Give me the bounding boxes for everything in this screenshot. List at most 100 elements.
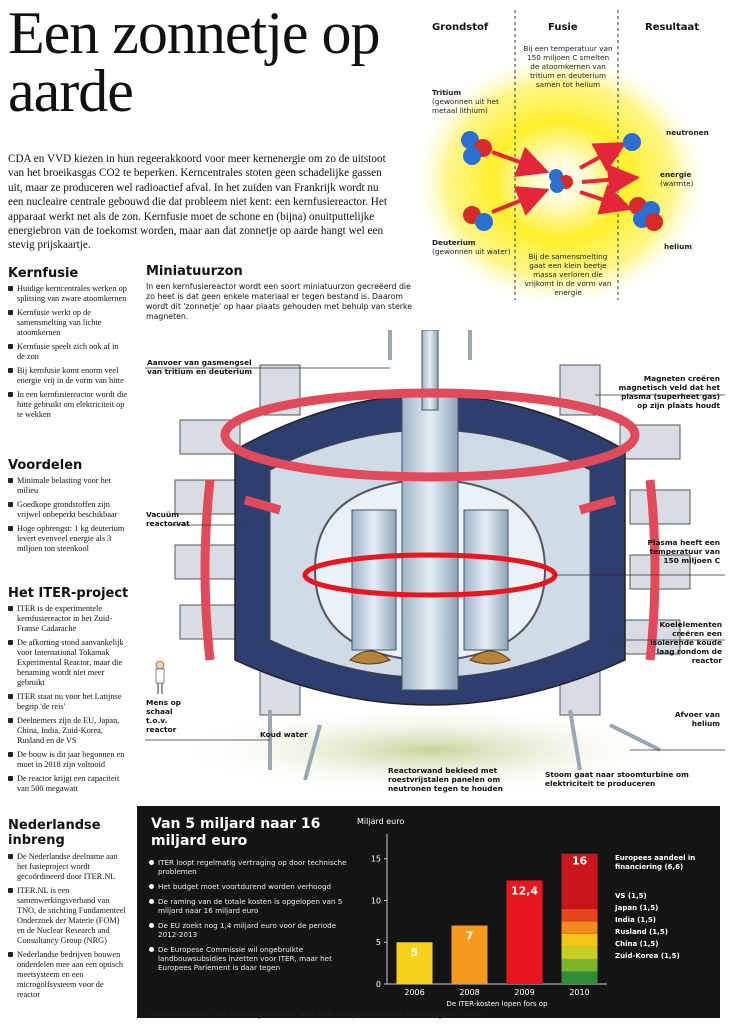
list-item: Deelnemers zijn de EU, Japan, China, Ind… (8, 716, 128, 746)
x-tick-label: 2010 (569, 988, 589, 997)
y-tick-label: 15 (371, 855, 381, 864)
legend-item: Rusland (1,5) (615, 928, 668, 936)
bar-segment (561, 971, 598, 984)
iter-list: ITER is de experimentele kernfusiereacto… (8, 604, 128, 798)
nederland-heading: Nederlandse inbreng (8, 818, 101, 848)
legend-item: Zuid-Korea (1,5) (615, 952, 680, 960)
neutronen-label: neutronen (666, 128, 709, 137)
y-tick-label: 10 (371, 896, 381, 905)
bar (506, 880, 543, 984)
deuterium-nucleus (463, 206, 493, 231)
ground-shadow (170, 705, 690, 795)
y-tick-label: 0 (376, 980, 381, 989)
label-afvoer: Afvoer van helium (674, 710, 720, 728)
nederland-list: De Nederlandse deelname aan het fusiepro… (8, 852, 128, 1004)
list-item: ITER.NL is een samenwerkingsverband van … (8, 886, 128, 946)
fusie-top-text: Bij een temperatuur van 150 miljoen C sm… (523, 44, 613, 89)
bar (396, 942, 433, 984)
list-item: De EU zoekt nog 1,4 miljard euro voor de… (149, 921, 349, 939)
list-item: ITER loopt regelmatig vertraging op door… (149, 858, 349, 876)
cost-chart-panel: Van 5 miljard naar 16 miljard euro ITER … (137, 806, 720, 1018)
bar-value-label: 16 (572, 854, 588, 867)
list-item: ITER staat nu voor het Latijnse begrip '… (8, 692, 128, 712)
divertor (349, 650, 511, 665)
label-koel: Koelelementen creëren een isolerende kou… (650, 620, 722, 665)
label-mens: Mens op schaal t.o.v. reactor (146, 698, 181, 734)
legend-item: Japan (1,5) (614, 904, 658, 912)
neutron-particle (623, 133, 641, 151)
person-figure (155, 660, 165, 694)
x-tick-label: 2008 (459, 988, 479, 997)
energie-label: energie(warmte) (660, 170, 694, 188)
list-item: De bouw is dit jaar begonnen en moet in … (8, 750, 128, 770)
iter-heading: Het ITER-project (8, 586, 129, 601)
bar-segment (561, 853, 598, 909)
pipes (268, 330, 661, 781)
list-item: In een kernfusiereactor wordt die hitte … (8, 390, 128, 420)
list-item: Goedkope grondstoffen zijn vrijwel onbep… (8, 500, 128, 520)
list-item: Hoge opbrengst: 1 kg deuterium levert ev… (8, 524, 128, 554)
bar-segment (561, 946, 598, 959)
fusion-core (549, 169, 573, 193)
list-item: Kernfusie speelt zich ook af in de zon (8, 342, 128, 362)
list-item: Huidige kerncentrales werken op splitsin… (8, 284, 128, 304)
miniatuurzon-heading: Miniatuurzon (146, 264, 243, 279)
central-pipe (421, 330, 439, 411)
legend-item: India (1,5) (615, 916, 656, 924)
bar-segment (561, 933, 598, 947)
label-reactorwand: Reactorwand bekleed met roestvrijstalen … (388, 766, 503, 793)
list-item: De reactor krijgt een capaciteit van 500… (8, 774, 128, 794)
intro-text: CDA en VVD kiezen in hun regeerakkoord v… (8, 153, 387, 252)
label-vacuum: Vacuüm reactorvat (146, 510, 190, 528)
fusion-panel: Grondstof Fusie Resultaat Bij een temper… (410, 0, 729, 300)
miniatuurzon-text: In een kernfusiereactor wordt een soort … (146, 282, 413, 321)
fusion-illustration (410, 10, 710, 300)
list-item: Kernfusie werkt op de samensmelting van … (8, 308, 128, 338)
fusie-bottom-text: Bij de samensmelting gaat een klein beet… (524, 252, 612, 297)
chart-heading: Van 5 miljard naar 16 miljard euro (151, 816, 321, 849)
bar-value-label: 7 (466, 930, 474, 943)
fusion-arrows (491, 142, 640, 216)
legend-item: China (1,5) (615, 940, 658, 948)
bar-segment (561, 908, 598, 922)
header-grondstof: Grondstof (432, 22, 489, 33)
bar-segment (561, 921, 598, 934)
label-stoom: Stoom gaat naar stoomturbine om elektric… (545, 770, 689, 788)
label-plasma: Plasma heeft een temperatuur van 150 mil… (647, 538, 721, 565)
list-item: Bij kernfusie komt enorm veel energie vr… (8, 366, 128, 386)
helium-nucleus (629, 197, 663, 231)
central-solenoid (401, 389, 459, 691)
inner-stacks (351, 509, 509, 651)
list-item: Het budget moet voortdurend worden verho… (149, 882, 349, 891)
bar-value-label: 5 (411, 946, 419, 959)
bar-segment (561, 958, 598, 972)
x-axis-label: De ITER-kosten lopen fors op (446, 1000, 548, 1008)
kernfusie-list: Huidige kerncentrales werken op splitsin… (8, 284, 128, 424)
list-item: De Europese Commissie wil ongebruikte la… (149, 945, 349, 972)
x-tick-label: 2006 (404, 988, 424, 997)
y-axis-label: Miljard euro (357, 817, 404, 826)
tritium-nucleus (461, 131, 492, 165)
list-item: De afkorting stond aanvankelijk voor Int… (8, 638, 128, 688)
y-tick-label: 5 (376, 938, 381, 947)
label-aanvoer: Aanvoer van gasmengsel van tritium en de… (147, 358, 253, 376)
voordelen-list: Minimale belasting voor het milieu Goedk… (8, 476, 128, 558)
reactor-illustration (145, 330, 725, 795)
legend-item: VS (1,5) (615, 892, 647, 900)
cost-bar-chart: Miljard euro051015520067200812,420091620… (357, 817, 695, 1008)
leader-lines (145, 367, 725, 751)
label-koud-water: Koud water (260, 730, 308, 739)
list-item: De Nederlandse deelname aan het fusiepro… (8, 852, 128, 882)
magnet-coils (200, 388, 660, 661)
page-title: Een zonnetje op aarde (8, 0, 381, 124)
bar (451, 925, 488, 984)
header-resultaat: Resultaat (645, 22, 700, 33)
kernfusie-heading: Kernfusie (8, 266, 79, 281)
list-item: Nederlandse bedrijven bouwen onderdelen … (8, 950, 128, 1000)
credit-line: © DvhN / GN 061010 | Rob Hesseling | Bro… (140, 1011, 484, 1019)
label-magneten: Magneten creëren magnetisch veld dat het… (618, 374, 720, 410)
voordelen-heading: Voordelen (8, 458, 83, 473)
header-fusie: Fusie (548, 22, 578, 33)
list-item: De raming van de totale kosten is opgelo… (149, 897, 349, 915)
